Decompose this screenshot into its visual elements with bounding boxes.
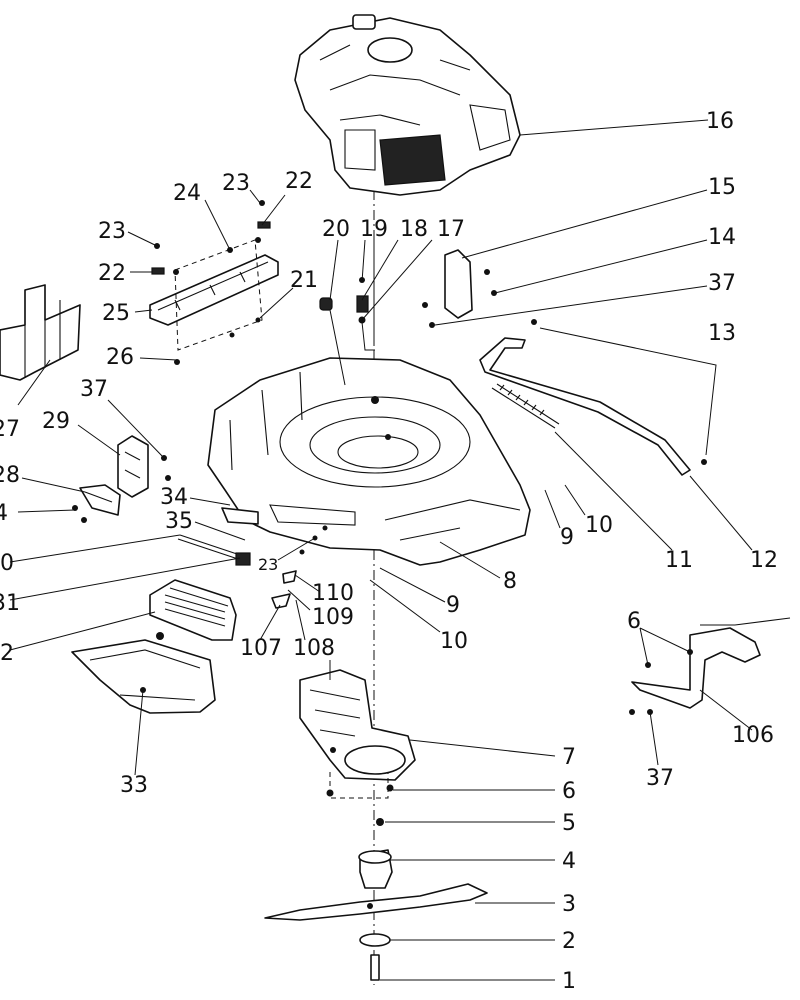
mower-deck bbox=[207, 357, 531, 566]
callout-30: 30 bbox=[0, 551, 14, 576]
callout-20: 20 bbox=[322, 217, 350, 242]
callout-109: 109 bbox=[312, 605, 354, 630]
callout-13: 13 bbox=[708, 321, 736, 346]
callout-2: 2 bbox=[562, 929, 576, 954]
callout-6: 6 bbox=[562, 779, 576, 804]
callout-18: 18 bbox=[400, 217, 428, 242]
callout-110: 110 bbox=[312, 581, 354, 606]
callout-9a: 9 bbox=[446, 593, 460, 618]
callout-19: 19 bbox=[360, 217, 388, 242]
handle-bracket bbox=[629, 617, 791, 715]
callout-28: 28 bbox=[0, 463, 20, 488]
callout-15: 15 bbox=[708, 175, 736, 200]
callout-8: 8 bbox=[503, 569, 517, 594]
leader-lines bbox=[9, 119, 753, 981]
callout-26: 26 bbox=[106, 345, 134, 370]
callout-29: 29 bbox=[42, 409, 70, 434]
callout-3: 3 bbox=[562, 892, 576, 917]
callout-14: 14 bbox=[708, 225, 736, 250]
callout-107: 107 bbox=[240, 636, 282, 661]
callout-34: 34 bbox=[160, 485, 188, 510]
callout-23b: 23 bbox=[222, 171, 250, 196]
callout-4b: 4 bbox=[0, 501, 8, 526]
callout-23c: 23 bbox=[258, 555, 278, 574]
height-adjust-bracket bbox=[422, 249, 497, 328]
callout-25: 25 bbox=[102, 301, 130, 326]
callout-22b: 22 bbox=[285, 169, 313, 194]
grass-catcher-frame bbox=[0, 284, 81, 381]
callout-17: 17 bbox=[437, 217, 465, 242]
callout-11: 11 bbox=[665, 548, 693, 573]
callout-12: 12 bbox=[750, 548, 778, 573]
callout-10a: 10 bbox=[440, 629, 468, 654]
callout-24: 24 bbox=[173, 181, 201, 206]
callout-9b: 9 bbox=[560, 525, 574, 550]
axle-rod bbox=[479, 319, 707, 476]
spring bbox=[491, 383, 560, 429]
callout-6b: 6 bbox=[627, 609, 641, 634]
callout-37a: 37 bbox=[708, 271, 736, 296]
callout-10b: 10 bbox=[585, 513, 613, 538]
callout-16: 16 bbox=[706, 109, 734, 134]
callout-4: 4 bbox=[562, 849, 576, 874]
rear-flap-bracket bbox=[149, 200, 279, 365]
callout-35: 35 bbox=[165, 509, 193, 534]
side-bracket bbox=[72, 435, 171, 523]
callout-108: 108 bbox=[293, 636, 335, 661]
callout-33: 33 bbox=[120, 773, 148, 798]
callout-37c: 37 bbox=[646, 766, 674, 791]
callout-106: 106 bbox=[732, 723, 774, 748]
callout-21: 21 bbox=[290, 268, 318, 293]
callout-32: 32 bbox=[0, 641, 14, 666]
callout-37b: 37 bbox=[80, 377, 108, 402]
mulch-plug bbox=[149, 579, 237, 641]
blade-stack bbox=[264, 818, 488, 981]
callout-22a: 22 bbox=[98, 261, 126, 286]
callout-31: 31 bbox=[0, 591, 20, 616]
engine bbox=[294, 14, 521, 196]
callout-23a: 23 bbox=[98, 219, 126, 244]
latch-rod bbox=[177, 507, 259, 566]
callout-1: 1 bbox=[562, 969, 576, 994]
callout-5: 5 bbox=[562, 811, 576, 836]
rear-deflector bbox=[71, 632, 216, 714]
callout-27: 27 bbox=[0, 417, 20, 442]
callout-labels: 1 2 3 4 5 6 7 8 9 10 9 10 11 12 13 37 14… bbox=[0, 109, 778, 994]
callout-7: 7 bbox=[562, 745, 576, 770]
blade-housing bbox=[299, 669, 416, 799]
